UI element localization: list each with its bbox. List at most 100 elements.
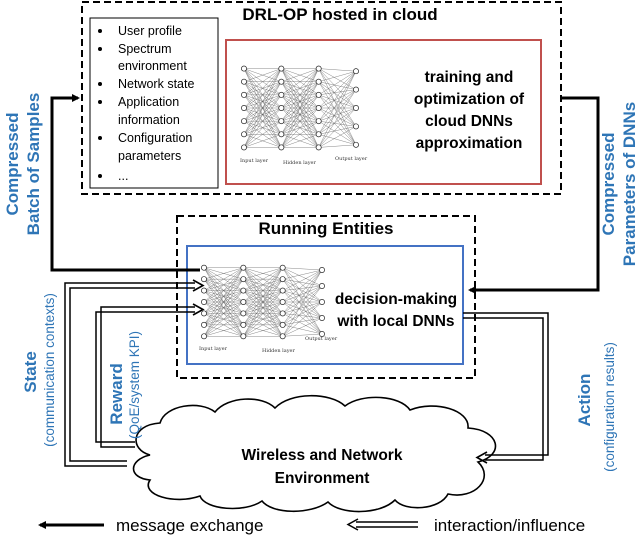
nn-edge bbox=[282, 301, 323, 326]
state-interaction-arrow bbox=[64, 279, 205, 467]
nn-node bbox=[279, 264, 286, 271]
nn-node bbox=[241, 65, 247, 72]
nn-edge bbox=[203, 324, 244, 337]
nn-node bbox=[241, 78, 247, 85]
list-item: parameters bbox=[118, 149, 181, 163]
nn-node bbox=[201, 287, 207, 294]
nn-edge bbox=[282, 285, 323, 291]
nn-edge bbox=[203, 301, 244, 337]
nn-edge bbox=[281, 68, 319, 96]
nn-edge bbox=[243, 68, 282, 122]
nn-node bbox=[240, 287, 247, 294]
right-top-label: Compressed Parameters of DNNs bbox=[599, 102, 639, 266]
nn-node bbox=[240, 264, 247, 271]
nn-edge bbox=[282, 267, 323, 319]
list-item: ... bbox=[118, 169, 128, 183]
nn-edge bbox=[243, 68, 282, 109]
left-top-label: Compressed Batch of Samples bbox=[3, 93, 43, 236]
nn-edge bbox=[318, 89, 357, 96]
nn-edge bbox=[318, 71, 357, 96]
nn-edge bbox=[318, 144, 357, 148]
nn-edge bbox=[282, 279, 323, 319]
nn-node bbox=[319, 299, 325, 305]
nn-edge bbox=[318, 126, 357, 135]
nn-edge bbox=[318, 120, 357, 127]
nn-edge bbox=[203, 267, 244, 325]
nn-node bbox=[201, 299, 207, 305]
nn-edge bbox=[282, 301, 323, 335]
nn-node bbox=[279, 287, 286, 294]
bullet-icon bbox=[98, 29, 102, 33]
legend: message exchange interaction/influence bbox=[38, 516, 585, 535]
nn-node bbox=[240, 333, 247, 340]
nn-edge bbox=[281, 120, 319, 148]
nn-edge bbox=[243, 267, 283, 291]
nn-node bbox=[278, 144, 285, 151]
nn-node bbox=[319, 315, 325, 321]
svg-text:Batch of Samples: Batch of Samples bbox=[24, 93, 43, 236]
bullet-icon bbox=[98, 82, 102, 86]
nn-node bbox=[319, 267, 325, 273]
nn-edge bbox=[203, 267, 244, 337]
nn-edge bbox=[203, 313, 244, 337]
nn-edge bbox=[282, 279, 323, 335]
nn-node bbox=[201, 333, 207, 340]
nn-edge bbox=[281, 94, 319, 148]
nn-node bbox=[279, 310, 286, 317]
nn-edge bbox=[318, 71, 357, 82]
nn-edge bbox=[282, 269, 323, 314]
nn-node bbox=[353, 86, 359, 93]
training-line: optimization of bbox=[414, 91, 525, 108]
nn-edge bbox=[318, 107, 357, 148]
nn-edge bbox=[243, 313, 283, 337]
nn-node bbox=[279, 321, 286, 328]
environment-line: Environment bbox=[275, 470, 370, 487]
nn-node bbox=[353, 141, 359, 148]
nn-edge bbox=[318, 81, 357, 127]
nn-node bbox=[315, 105, 322, 111]
cloud-title: DRL-OP hosted in cloud bbox=[242, 5, 437, 24]
input-list: User profile Spectrum environment Networ… bbox=[98, 24, 194, 183]
nn-edge bbox=[281, 68, 319, 122]
nn-edge bbox=[282, 285, 323, 337]
nn-edge bbox=[281, 134, 319, 148]
nn-edge bbox=[318, 107, 357, 127]
nn-edge bbox=[243, 81, 282, 148]
nn-edge bbox=[282, 267, 323, 303]
nn-node bbox=[315, 65, 322, 72]
nn-edge bbox=[203, 267, 244, 303]
cloud-dnn-box bbox=[225, 39, 542, 185]
svg-text:Parameters of DNNs: Parameters of DNNs bbox=[620, 102, 639, 266]
dnn-parameters-arrow bbox=[468, 96, 600, 294]
nn-edge bbox=[318, 71, 357, 109]
nn-edge bbox=[282, 290, 323, 303]
nn-edge bbox=[282, 269, 323, 291]
nn-edge bbox=[203, 267, 244, 280]
input-list-box bbox=[89, 17, 219, 189]
bullet-icon bbox=[98, 174, 102, 178]
nn-edge bbox=[243, 68, 282, 82]
nn-edge bbox=[282, 285, 323, 303]
nn-edge bbox=[282, 278, 323, 287]
nn-node bbox=[240, 321, 247, 328]
nn-node bbox=[319, 283, 325, 289]
nn-edge bbox=[318, 94, 357, 145]
list-item: Configuration bbox=[118, 131, 192, 145]
nn-node bbox=[319, 331, 325, 337]
nn-edge bbox=[282, 285, 323, 325]
nn-edge bbox=[203, 267, 244, 314]
nn-edge bbox=[282, 269, 323, 303]
nn-edge bbox=[282, 267, 323, 271]
nn-edge bbox=[282, 267, 323, 335]
decision-line: decision-making bbox=[335, 291, 457, 308]
nn-node bbox=[278, 105, 285, 111]
nn-edge bbox=[243, 267, 283, 337]
nn-edge bbox=[282, 267, 323, 287]
nn-node bbox=[241, 118, 247, 125]
nn-edge bbox=[318, 89, 357, 122]
svg-text:(QoE/system KPI): (QoE/system KPI) bbox=[127, 331, 142, 439]
nn-edge bbox=[243, 68, 282, 135]
nn-node bbox=[353, 68, 359, 75]
nn-node bbox=[353, 123, 359, 130]
